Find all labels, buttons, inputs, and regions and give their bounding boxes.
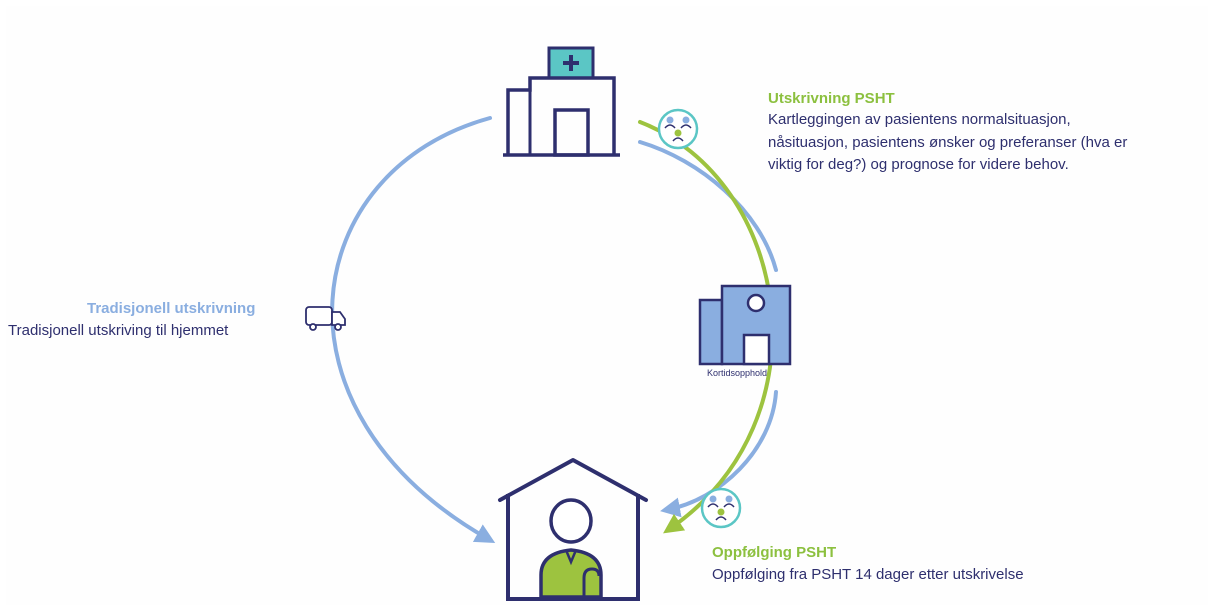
from-short-stay-arc	[660, 390, 778, 518]
traditional-discharge-text: Tradisjonell utskriving til hjemmet	[8, 322, 229, 339]
traditional-discharge-arc	[330, 116, 496, 543]
traditional-discharge-title: Tradisjonell utskrivning	[87, 300, 256, 317]
psht-followup-title: Oppfølging PSHT	[712, 544, 837, 561]
hospital-icon	[503, 46, 620, 157]
psht-discharge-line-3: viktig for deg?) og prognose for videre …	[768, 156, 1069, 173]
team-icon	[657, 108, 699, 150]
to-short-stay-arc	[638, 140, 778, 272]
home-patient-icon	[498, 458, 648, 601]
ambulance-icon	[305, 306, 346, 331]
psht-followup-text: Oppfølging fra PSHT 14 dager etter utskr…	[712, 566, 1024, 583]
psht-discharge-title: Utskrivning PSHT	[768, 90, 895, 107]
short-stay-building-icon	[698, 284, 792, 366]
diagram-canvas	[6, 6, 1208, 605]
short-stay-label: Kortidsopphold	[707, 368, 768, 378]
psht-discharge-line-2: nåsituasjon, pasientens ønsker og prefer…	[768, 134, 1128, 151]
psht-discharge-line-1: Kartleggingen av pasientens normalsituas…	[768, 111, 1071, 128]
team-icon-followup	[700, 487, 742, 529]
